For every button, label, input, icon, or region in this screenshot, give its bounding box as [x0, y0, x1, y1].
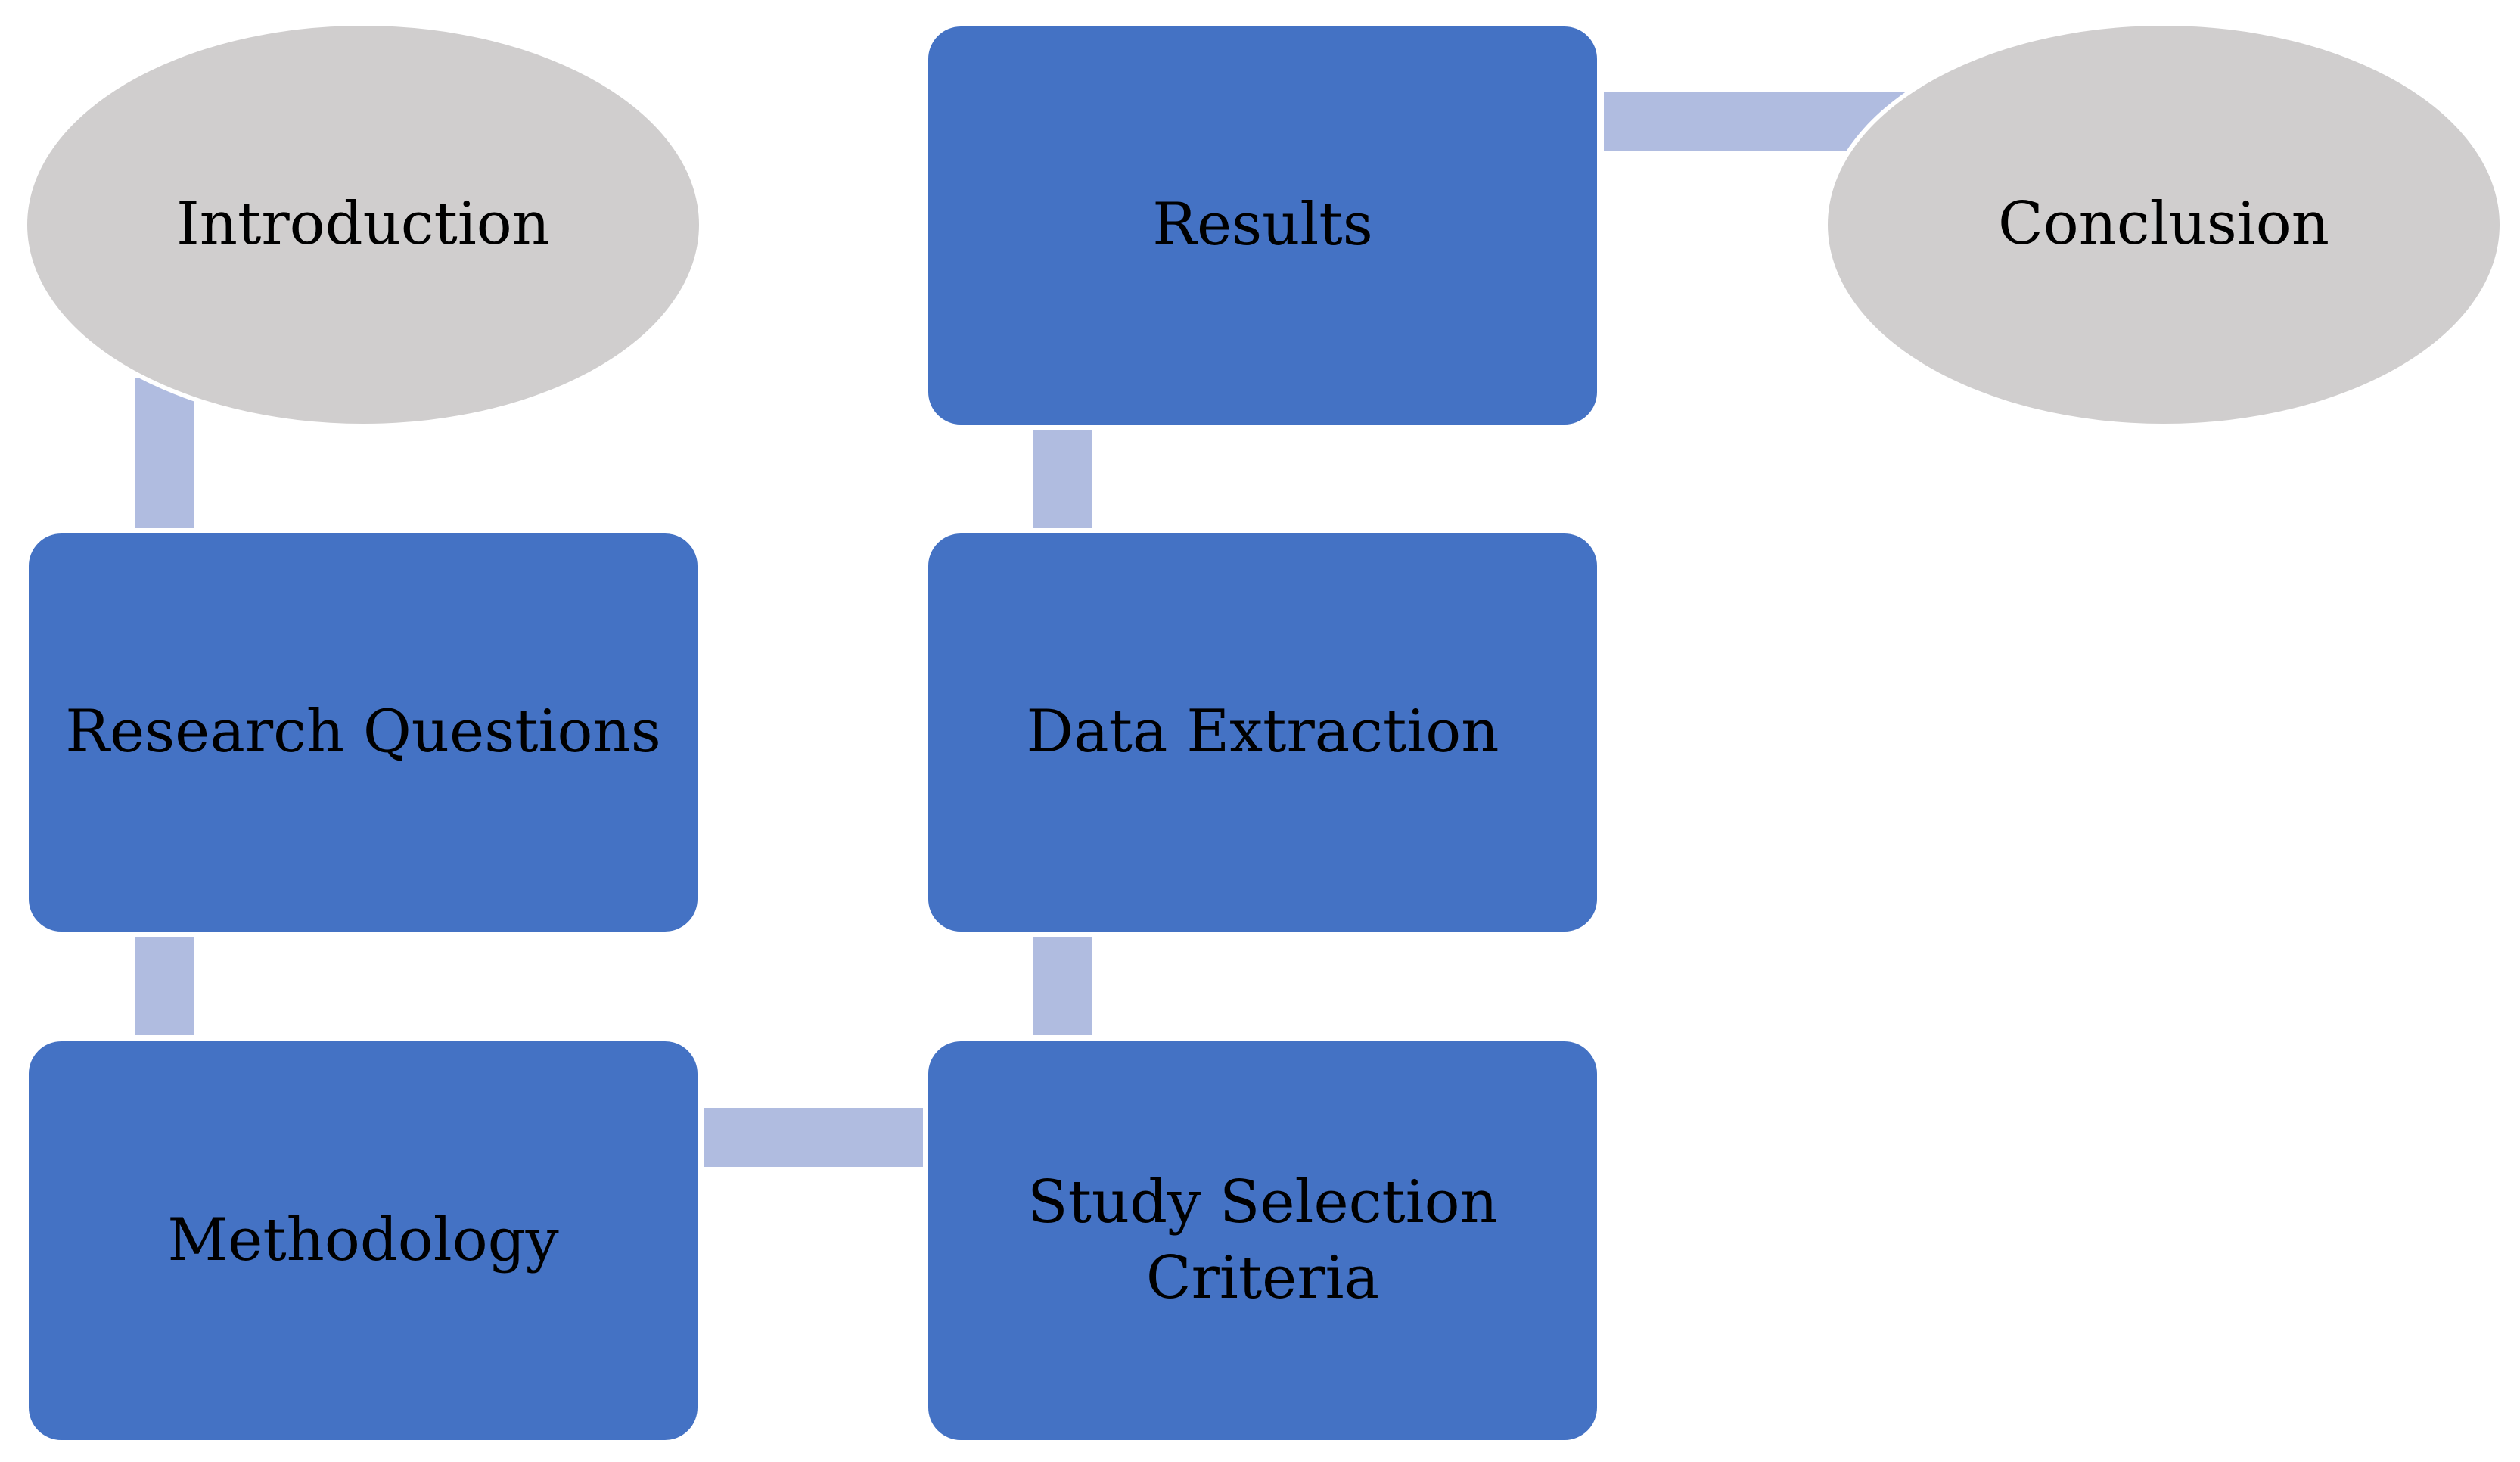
- node-data-extraction: Data Extraction: [924, 530, 1601, 935]
- node-results: Results: [924, 23, 1601, 428]
- node-data-extraction-label: Data Extraction: [1026, 698, 1499, 767]
- connector-study-selection-data-extraction: [1033, 937, 1092, 1035]
- node-research-questions-label: Research Questions: [65, 698, 661, 767]
- node-introduction: Introduction: [23, 21, 704, 428]
- node-conclusion: Conclusion: [1823, 21, 2504, 428]
- node-research-questions: Research Questions: [25, 530, 701, 935]
- connector-research-questions-methodology: [135, 937, 194, 1035]
- node-study-selection-criteria-label: Study Selection Criteria: [1027, 1168, 1498, 1312]
- node-conclusion-label: Conclusion: [1998, 190, 2329, 259]
- node-introduction-label: Introduction: [176, 190, 550, 259]
- connector-data-extraction-results: [1033, 430, 1092, 528]
- node-results-label: Results: [1152, 191, 1373, 260]
- node-study-selection-criteria: Study Selection Criteria: [924, 1037, 1601, 1444]
- node-methodology: Methodology: [25, 1037, 701, 1444]
- connector-introduction-research-questions: [135, 378, 194, 528]
- connector-methodology-study-selection: [704, 1108, 923, 1167]
- node-methodology-label: Methodology: [167, 1205, 559, 1274]
